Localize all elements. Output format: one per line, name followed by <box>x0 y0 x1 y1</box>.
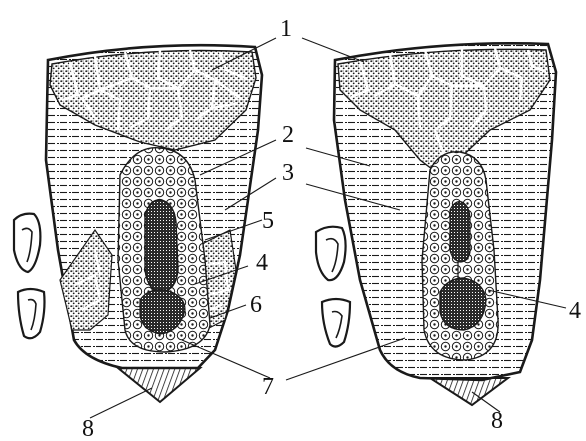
label-4-right: 4 <box>569 298 581 324</box>
left-pulp-cavity <box>145 200 178 292</box>
incisor-icon-right-upper <box>316 227 346 281</box>
left-tooth-section <box>46 45 262 402</box>
label-3: 3 <box>282 160 294 186</box>
left-root-tip <box>118 368 200 402</box>
incisor-icon-left-upper <box>14 214 40 272</box>
label-2: 2 <box>282 122 294 148</box>
label-8-left: 8 <box>82 416 94 441</box>
incisor-icon-right-lower <box>322 299 350 347</box>
label-6: 6 <box>250 292 262 318</box>
label-7: 7 <box>262 374 274 400</box>
right-root-tip <box>430 378 508 405</box>
label-1: 1 <box>280 16 292 42</box>
incisor-icon-left-lower <box>18 289 45 338</box>
label-4-left: 4 <box>256 250 268 276</box>
label-5: 5 <box>262 208 274 234</box>
label-8-right: 8 <box>491 408 503 434</box>
right-pulp-upper-cavity <box>450 202 470 262</box>
